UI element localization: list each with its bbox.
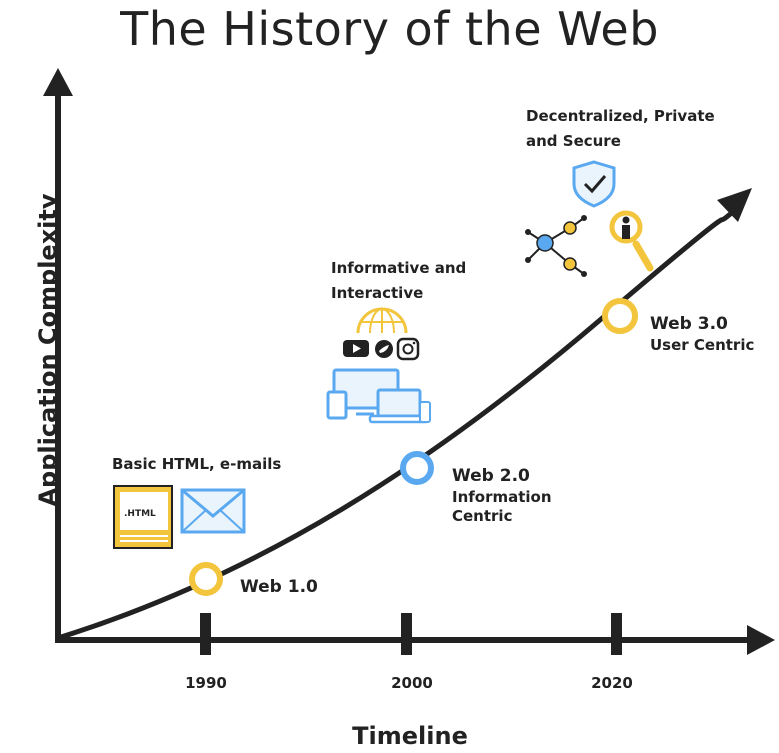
web3-label: Web 3.0 bbox=[650, 314, 728, 334]
web1-marker bbox=[189, 562, 223, 596]
web1-caption: Basic HTML, e-mails bbox=[112, 455, 282, 473]
web3-caption-line-2: and Secure bbox=[526, 132, 621, 150]
web2-marker bbox=[400, 451, 434, 485]
web2-subtitle-line-2: Centric bbox=[452, 507, 513, 525]
web3-caption-line-1: Decentralized, Private bbox=[526, 107, 715, 125]
globe-icon bbox=[356, 307, 408, 334]
page-title: The History of the Web bbox=[120, 2, 659, 56]
x-axis-label: Timeline bbox=[352, 722, 468, 750]
web2-caption: Informative and Interactive bbox=[331, 256, 466, 306]
web2-subtitle-line-1: Information bbox=[452, 488, 552, 506]
y-axis-arrowhead bbox=[43, 68, 73, 96]
shield-check-icon bbox=[572, 160, 616, 208]
user-search-icon bbox=[609, 210, 654, 272]
instagram-icon bbox=[396, 337, 420, 361]
tick-label-2020: 2020 bbox=[591, 674, 633, 692]
envelope-icon bbox=[180, 488, 246, 534]
web2-caption-line-2: Interactive bbox=[331, 284, 424, 302]
web3-marker bbox=[602, 298, 638, 334]
axes bbox=[43, 68, 775, 655]
tick-2020 bbox=[611, 613, 622, 655]
network-nodes-icon bbox=[525, 215, 587, 277]
web2-subtitle: Information Centric bbox=[452, 488, 552, 526]
html-file-label: .HTML bbox=[124, 509, 156, 519]
web3-caption: Decentralized, Private and Secure bbox=[526, 104, 715, 154]
html-file-icon: .HTML bbox=[113, 485, 173, 549]
x-axis-arrowhead bbox=[747, 625, 775, 655]
tick-1990 bbox=[200, 613, 211, 655]
devices-icon bbox=[326, 368, 431, 424]
twitter-icon bbox=[375, 340, 393, 358]
youtube-icon bbox=[343, 340, 369, 357]
y-axis-label: Application Complexity bbox=[34, 193, 62, 507]
tick-label-2000: 2000 bbox=[391, 674, 433, 692]
tick-2000 bbox=[401, 613, 412, 655]
web2-caption-line-1: Informative and bbox=[331, 259, 467, 277]
web2-label: Web 2.0 bbox=[452, 466, 530, 486]
growth-curve-arrowhead bbox=[717, 188, 752, 222]
web3-subtitle: User Centric bbox=[650, 336, 755, 354]
web1-label: Web 1.0 bbox=[240, 577, 318, 597]
tick-label-1990: 1990 bbox=[185, 674, 227, 692]
